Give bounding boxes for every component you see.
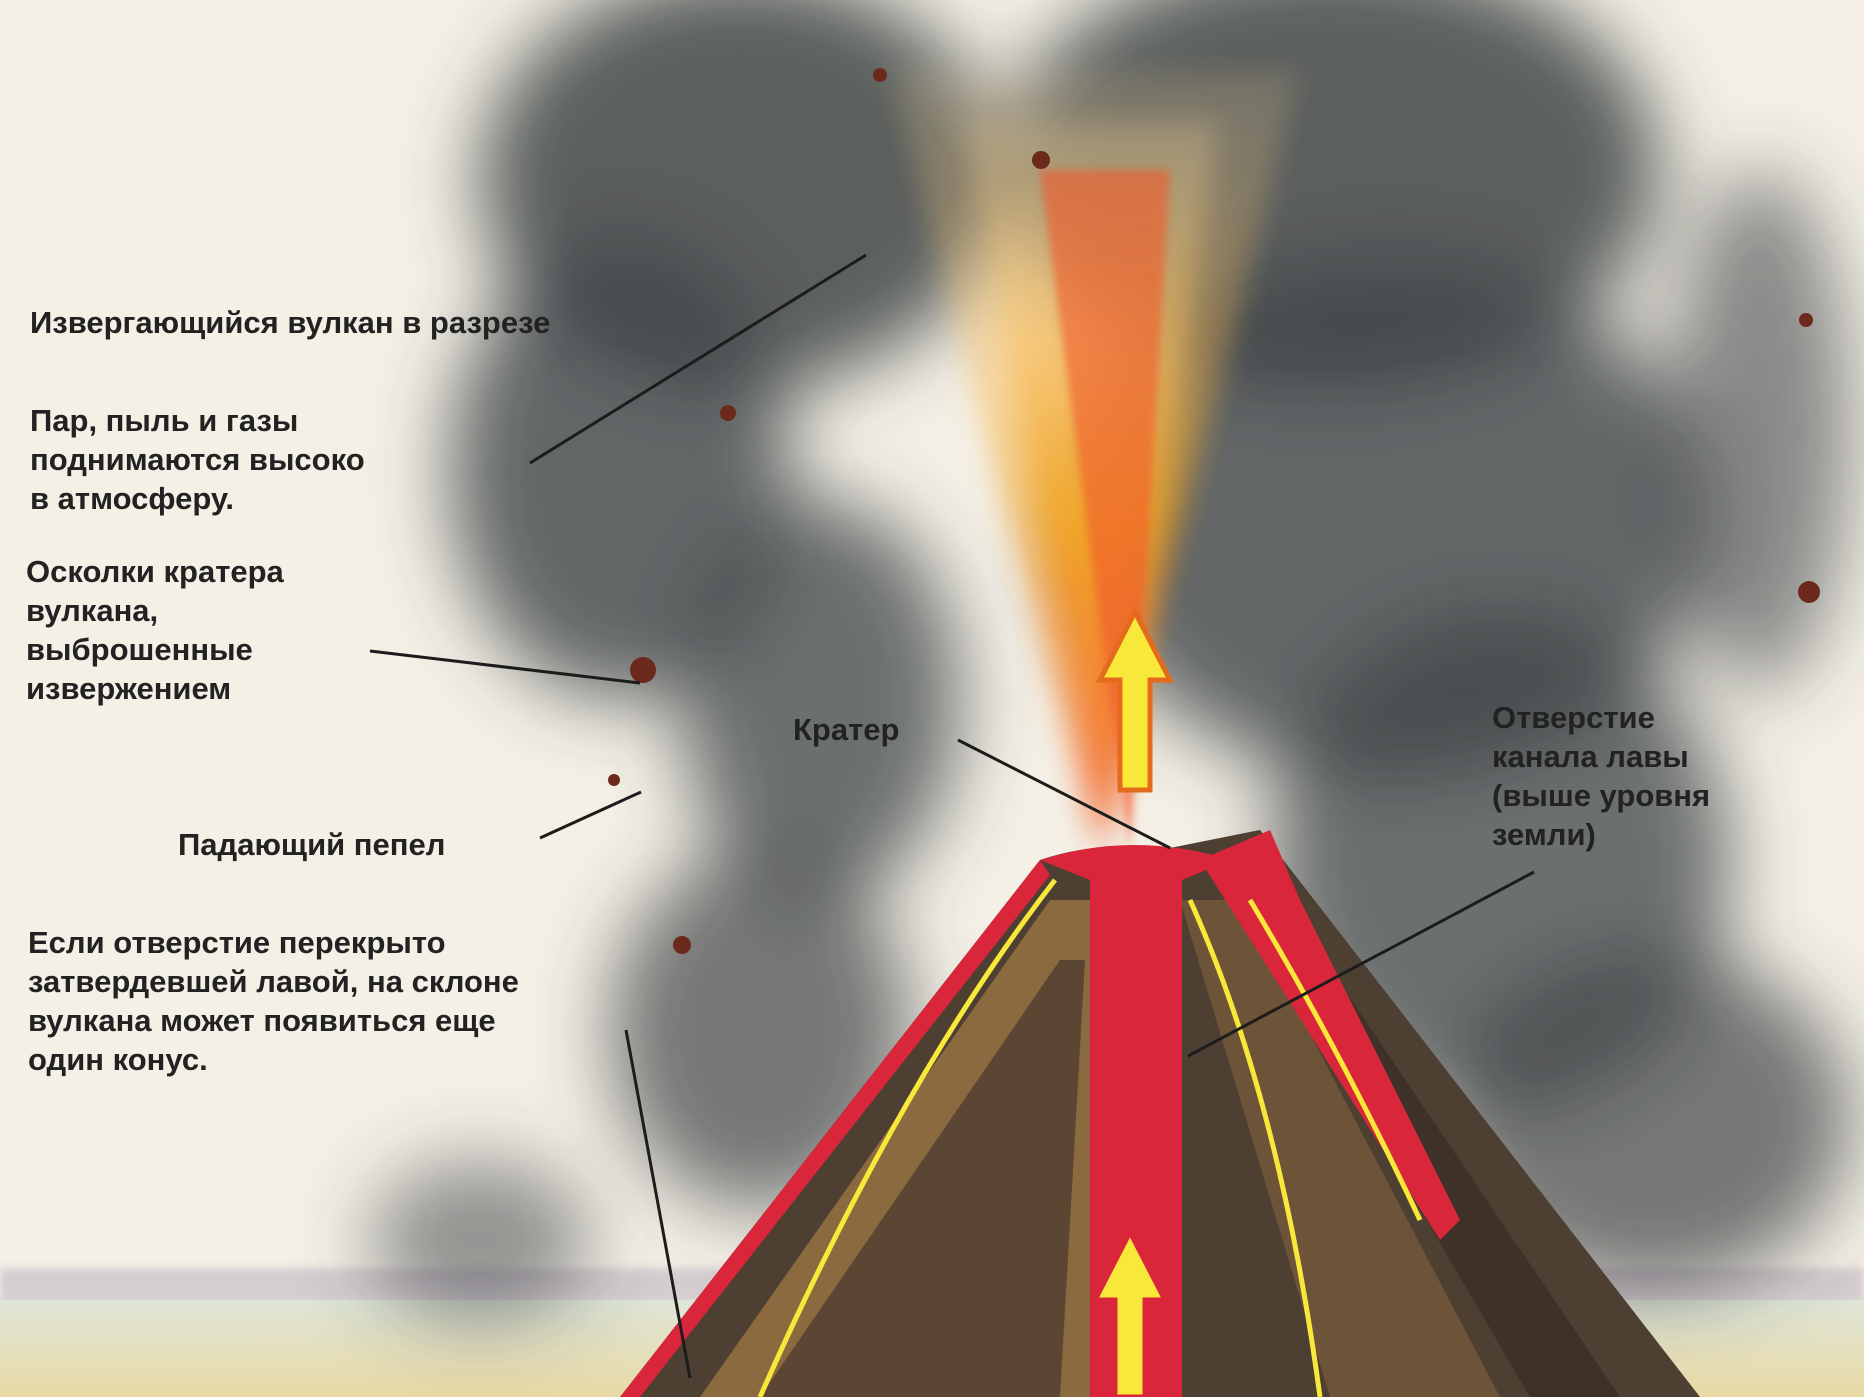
label-crater-fragments: Осколки кратера вулкана, выброшенные изв… (26, 552, 284, 708)
label-vent-line-3: (выше уровня (1492, 776, 1710, 815)
label-fragments-line-2: вулкана, (26, 591, 284, 630)
label-side-cone-line-2: затвердевшей лавой, на склоне (28, 962, 519, 1001)
label-vent-line-4: земли) (1492, 815, 1710, 854)
label-side-cone-line-4: один конус. (28, 1040, 519, 1079)
diagram-title: Извергающийся вулкан в разрезе (30, 303, 550, 342)
label-lava-vent: Отверстие канала лавы (выше уровня земли… (1492, 698, 1710, 854)
label-fragments-line-4: извержением (26, 669, 284, 708)
label-side-cone: Если отверстие перекрыто затвердевшей ла… (28, 923, 519, 1079)
label-steam-line-1: Пар, пыль и газы (30, 401, 365, 440)
label-steam-line-2: поднимаются высоко (30, 440, 365, 479)
label-crater: Кратер (793, 710, 899, 749)
label-side-cone-line-3: вулкана может появиться еще (28, 1001, 519, 1040)
label-steam-dust-gases: Пар, пыль и газы поднимаются высоко в ат… (30, 401, 365, 518)
label-falling-ash: Падающий пепел (178, 825, 445, 864)
label-steam-line-3: в атмосферу. (30, 479, 365, 518)
label-side-cone-line-1: Если отверстие перекрыто (28, 923, 519, 962)
label-vent-line-1: Отверстие (1492, 698, 1710, 737)
label-vent-line-2: канала лавы (1492, 737, 1710, 776)
label-fragments-line-1: Осколки кратера (26, 552, 284, 591)
label-fragments-line-3: выброшенные (26, 630, 284, 669)
